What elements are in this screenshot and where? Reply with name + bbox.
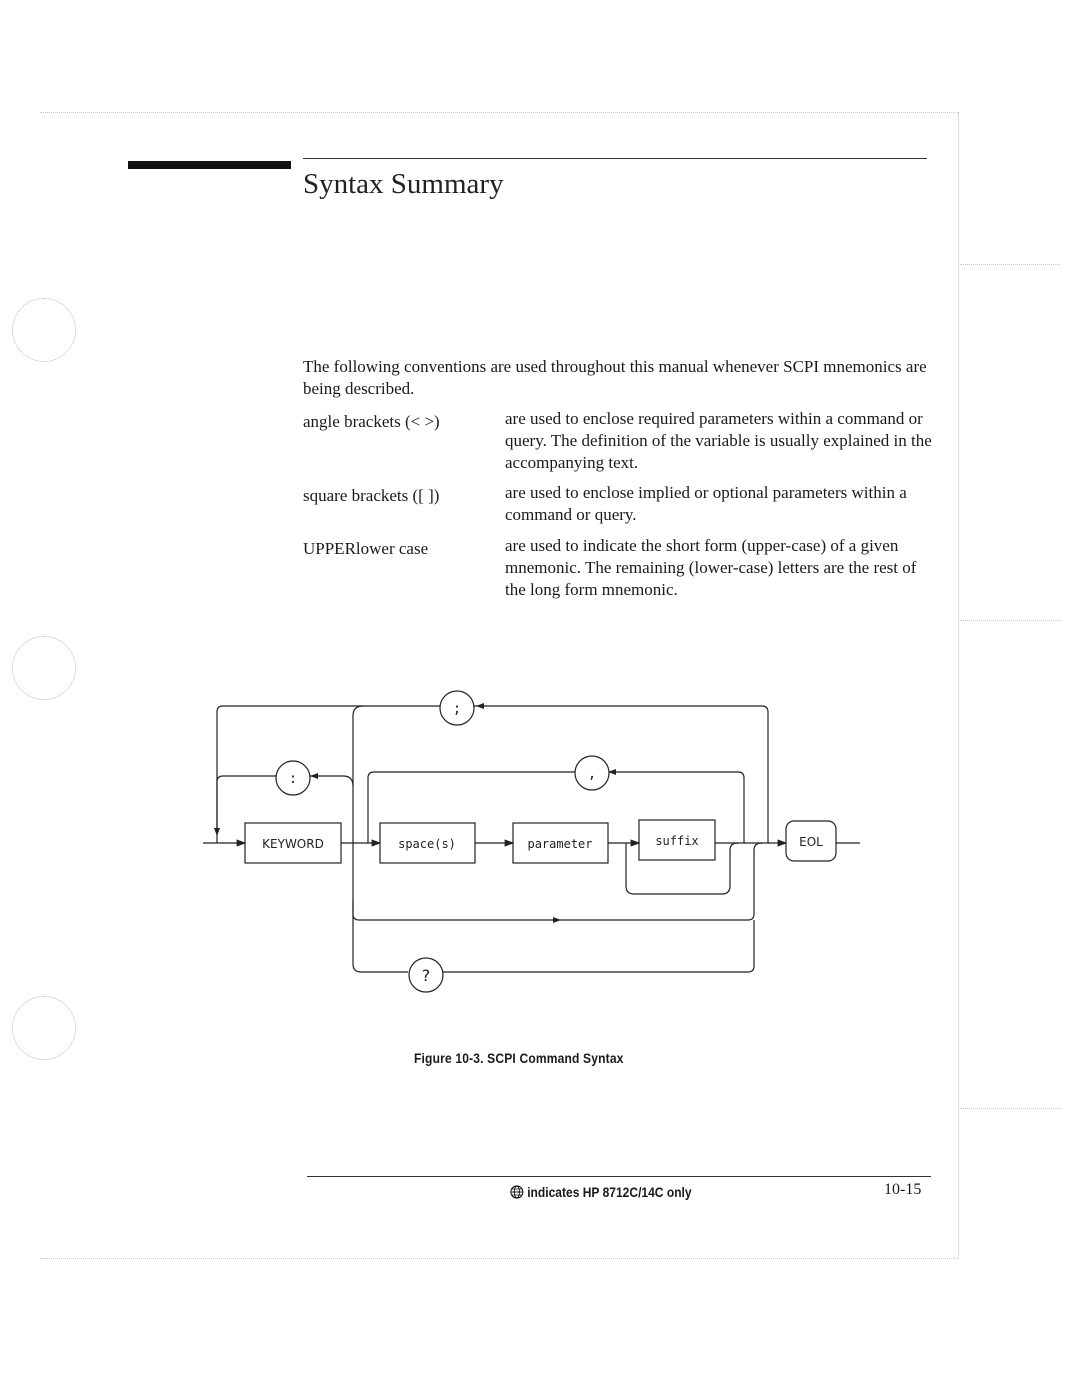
heading-rule [303,158,927,159]
suffix-box [638,819,716,861]
semicolon-loop [216,705,769,843]
query-node [408,957,444,993]
colon-loop [216,775,354,843]
scan-edge-bottom [40,1258,958,1259]
term-angle-brackets: angle brackets (< >) [303,412,440,431]
binder-hole-2 [12,636,76,700]
scan-tab-2 [960,620,1060,621]
comma-loop [367,771,745,843]
term-square-brackets: square brackets ([ ]) [303,486,440,505]
parameter-label: parameter [527,837,592,851]
scan-edge-top [40,112,958,113]
semicolon-node [439,690,475,726]
colon-symbol: : [289,771,297,787]
binder-hole-3 [12,996,76,1060]
spaces-label: space(s) [398,837,456,851]
scan-tab-3 [960,1108,1060,1109]
spaces-box [379,822,476,864]
page-number: 10-15 [884,1181,922,1198]
heading-bar [128,161,291,169]
term-upperlower-case: UPPERlower case [303,539,429,558]
suffix-bypass [625,842,739,895]
comma-node [574,755,610,791]
semicolon-symbol: ; [453,701,461,717]
parameter-box [512,822,609,864]
eol-box [785,820,837,862]
scan-tab-1 [960,264,1060,265]
definition-upperlower-case: are used to indicate the short form (upp… [505,536,917,599]
definition-angle-brackets: are used to enclose required parameters … [505,409,932,472]
query-symbol: ? [422,966,431,985]
intro-paragraph: The following conventions are used throu… [303,357,927,398]
suffix-label: suffix [655,834,698,848]
colon-node [275,760,311,796]
footer-note: indicates HP 8712C/14C only [510,1184,692,1200]
binder-hole-1 [12,298,76,362]
scan-edge-right [958,112,959,1258]
comma-symbol: , [588,766,596,782]
semicolon-branch [352,705,364,786]
footer-rule [307,1176,931,1177]
keyword-box [244,822,342,864]
footer-note-text: indicates HP 8712C/14C only [527,1184,692,1200]
page-title: Syntax Summary [303,168,504,200]
figure-caption: Figure 10-3. SCPI Command Syntax [414,1050,624,1066]
keyword-label: KEYWORD [262,837,324,851]
no-parameter-bypass [352,842,763,921]
query-branch [352,900,755,973]
globe-icon [510,1185,524,1199]
definition-square-brackets: are used to enclose implied or optional … [505,483,907,524]
eol-label: EOL [799,835,823,849]
